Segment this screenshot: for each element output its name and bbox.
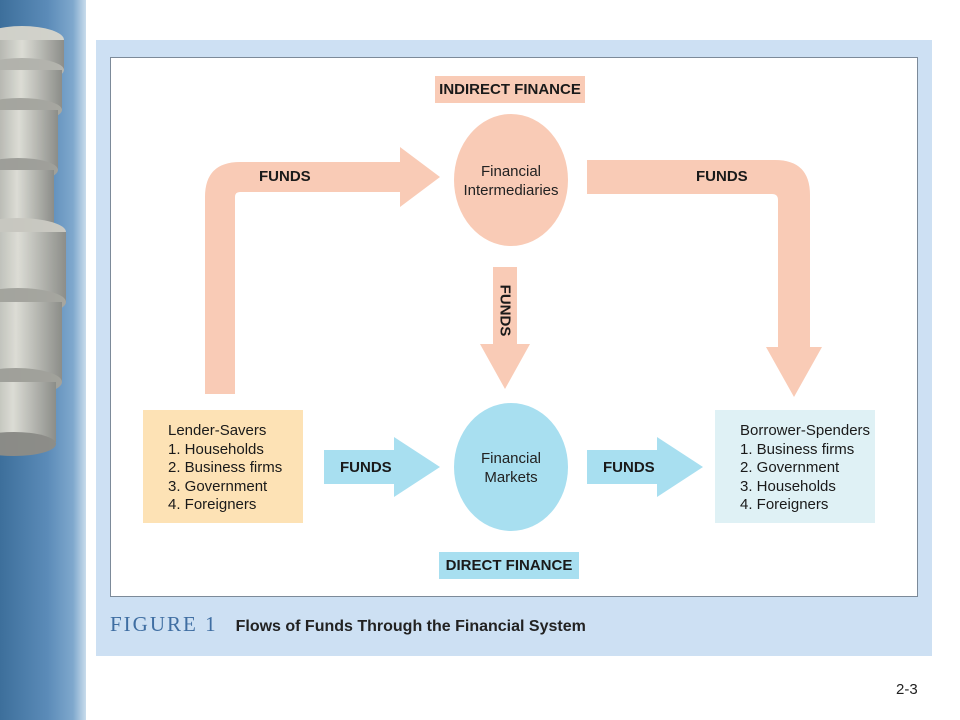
indirect-finance-label: INDIRECT FINANCE bbox=[435, 76, 585, 103]
borrower-spenders-item: 2. Government bbox=[740, 459, 840, 477]
financial-markets-line-2: Markets bbox=[484, 469, 538, 486]
funds-arrow-markets-to-borrowers bbox=[587, 437, 703, 497]
funds-arrow-lenders-to-markets bbox=[324, 437, 440, 497]
financial-intermediaries-line-2: Intermediaries bbox=[463, 182, 559, 199]
funds-arrow-intermediaries-to-markets bbox=[480, 267, 530, 389]
borrower-spenders-box: Borrower-Spenders 1. Business firms 2. G… bbox=[715, 410, 875, 523]
funds-label-top-right: FUNDS bbox=[696, 168, 748, 185]
flow-diagram bbox=[205, 114, 822, 531]
figure-caption: FIGURE 1 Flows of Funds Through the Fina… bbox=[110, 612, 586, 642]
financial-markets-line-1: Financial bbox=[480, 450, 542, 467]
funds-label-bottom-left: FUNDS bbox=[340, 459, 392, 476]
lender-savers-title: Lender-Savers bbox=[168, 422, 267, 439]
financial-intermediaries-text: Financial Intermediaries bbox=[452, 162, 570, 200]
borrower-spenders-item: 4. Foreigners bbox=[740, 496, 829, 514]
financial-markets-circle bbox=[454, 403, 568, 531]
lender-savers-item: 4. Foreigners bbox=[168, 496, 257, 514]
direct-finance-label: DIRECT FINANCE bbox=[439, 552, 579, 579]
figure-number: FIGURE 1 bbox=[110, 612, 218, 636]
borrower-spenders-item: 3. Households bbox=[740, 477, 836, 495]
lender-savers-item: 2. Business firms bbox=[168, 459, 283, 477]
funds-label-top-left: FUNDS bbox=[259, 168, 311, 185]
funds-arrow-lenders-to-intermediaries bbox=[205, 147, 440, 394]
figure-title: Flows of Funds Through the Financial Sys… bbox=[235, 618, 586, 635]
funds-label-vertical: FUNDS bbox=[496, 284, 514, 337]
financial-intermediaries-circle bbox=[454, 114, 568, 246]
lender-savers-item: 1. Households bbox=[168, 440, 264, 458]
borrower-spenders-item: 1. Business firms bbox=[740, 440, 855, 458]
slide-number: 2-3 bbox=[896, 681, 918, 698]
lender-savers-box: Lender-Savers 1. Households 2. Business … bbox=[143, 410, 303, 523]
financial-intermediaries-line-1: Financial bbox=[480, 163, 542, 180]
lender-savers-item: 3. Government bbox=[168, 477, 268, 495]
funds-arrow-intermediaries-to-borrowers bbox=[587, 160, 822, 397]
funds-label-bottom-right: FUNDS bbox=[603, 459, 655, 476]
borrower-spenders-title: Borrower-Spenders bbox=[740, 422, 871, 439]
financial-markets-text: Financial Markets bbox=[452, 449, 570, 487]
coin-stack-image bbox=[0, 0, 86, 720]
